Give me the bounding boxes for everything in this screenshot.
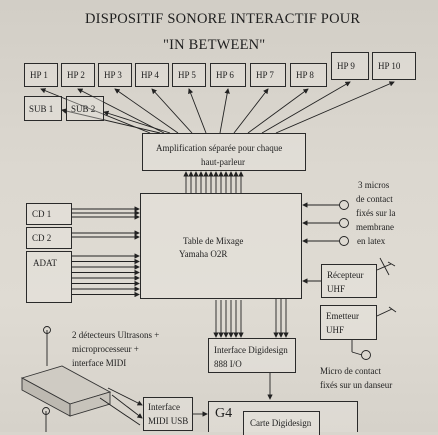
speaker-box-5: HP 5 — [172, 63, 206, 87]
speaker-label-4: HP 4 — [141, 70, 159, 80]
micros-line-2: de contact — [356, 194, 393, 204]
sub-2-box: SUB 2 — [66, 96, 104, 121]
adat-label: ADAT — [33, 258, 57, 268]
speaker-box-7: HP 7 — [250, 63, 286, 87]
speaker-label-7: HP 7 — [256, 70, 274, 80]
g4-label: G4 — [215, 406, 233, 421]
digidesign-interface-box: Interface Digidesign 888 I/O — [208, 338, 296, 373]
transmitter-box: Emetteur UHF — [320, 305, 377, 340]
speaker-box-6: HP 6 — [210, 63, 246, 87]
midi-interface-box: Interface MIDI USB — [143, 397, 193, 431]
speaker-label-8: HP 8 — [296, 70, 314, 80]
receiver-line-1: Récepteur — [327, 270, 364, 280]
mixer-box: Table de Mixage Yamaha O2R — [140, 193, 302, 299]
digidesign-interface-line-2: 888 I/O — [214, 359, 242, 369]
detectors-line-2: microprocesseur + — [72, 344, 139, 354]
amplification-line-1: Amplification séparée pour chaque — [156, 143, 283, 153]
speaker-label-3: HP 3 — [104, 70, 122, 80]
dancer-mic-line-1: Micro de contact — [320, 366, 381, 376]
speaker-box-4: HP 4 — [135, 63, 169, 87]
speaker-box-8: HP 8 — [290, 63, 327, 87]
digidesign-card-box: Carte Digidesign — [243, 411, 320, 435]
digidesign-card-label: Carte Digidesign — [250, 418, 312, 428]
speaker-label-10: HP 10 — [378, 61, 401, 71]
mixer-line-2: Yamaha O2R — [179, 249, 228, 259]
g4-computer-box: G4 Carte Digidesign — [208, 401, 358, 435]
amplification-box: Amplification séparée pour chaque haut-p… — [142, 133, 306, 171]
receiver-line-2: UHF — [327, 284, 346, 294]
amplification-line-2: haut-parleur — [201, 157, 245, 167]
speaker-box-10: HP 10 — [372, 52, 416, 80]
mixer-line-1: Table de Mixage — [183, 236, 244, 246]
detectors-line-3: interface MIDI — [72, 358, 127, 368]
speaker-label-5: HP 5 — [178, 70, 196, 80]
dancer-mic-line-2: fixés sur un danseur — [320, 380, 393, 390]
sub-1-box: SUB 1 — [24, 96, 62, 121]
sub-1-label: SUB 1 — [29, 104, 54, 114]
midi-interface-line-1: Interface — [148, 402, 180, 412]
micros-line-3: fixés sur la — [356, 208, 396, 218]
speaker-label-1: HP 1 — [30, 70, 48, 80]
speaker-box-3: HP 3 — [98, 63, 132, 87]
micros-line-5: en latex — [357, 236, 386, 246]
micros-line-4: membrane — [356, 222, 394, 232]
speaker-label-9: HP 9 — [337, 61, 355, 71]
detectors-line-1: 2 détecteurs Ultrasons + — [72, 330, 160, 340]
midi-interface-line-2: MIDI USB — [148, 416, 189, 426]
transmitter-line-1: Emetteur — [326, 311, 359, 321]
speaker-label-6: HP 6 — [216, 70, 234, 80]
cd-1-box: CD 1 — [26, 203, 72, 225]
receiver-box: Récepteur UHF — [321, 264, 377, 298]
sub-2-label: SUB 2 — [71, 104, 96, 114]
speaker-box-2: HP 2 — [61, 63, 95, 87]
speaker-box-9: HP 9 — [331, 52, 369, 80]
title-line-1: DISPOSITIF SONORE INTERACTIF POUR — [85, 11, 361, 27]
cd-2-box: CD 2 — [26, 227, 72, 249]
cd-2-label: CD 2 — [32, 233, 52, 243]
digidesign-interface-line-1: Interface Digidesign — [214, 345, 288, 355]
adat-box: ADAT — [26, 251, 72, 303]
cd-1-label: CD 1 — [32, 209, 52, 219]
speaker-box-1: HP 1 — [24, 63, 58, 87]
transmitter-line-2: UHF — [326, 325, 345, 335]
speaker-label-2: HP 2 — [67, 70, 85, 80]
title-line-2: "IN BETWEEN" — [163, 37, 266, 53]
micros-line-1: 3 micros — [358, 180, 390, 190]
